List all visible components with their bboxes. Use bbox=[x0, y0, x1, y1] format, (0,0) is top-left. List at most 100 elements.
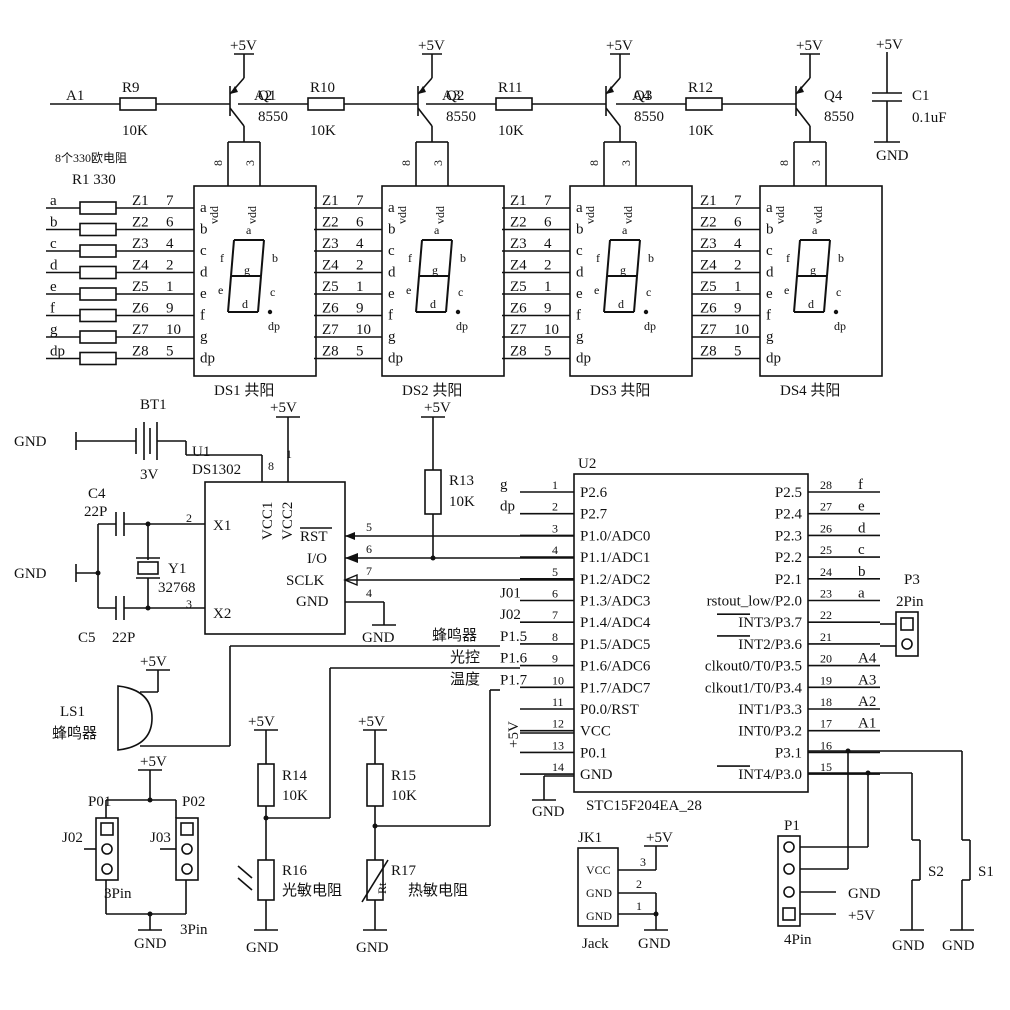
pin-num: 7 bbox=[544, 193, 552, 209]
pin-num: 4 bbox=[734, 236, 742, 252]
ls1-ref: LS1 bbox=[60, 704, 85, 720]
q-res: R11 bbox=[498, 80, 522, 96]
pin3: 3 bbox=[809, 160, 823, 166]
pin-num: 23 bbox=[820, 587, 832, 601]
segment-letter: a bbox=[246, 223, 252, 237]
pin-num: 3 bbox=[552, 521, 558, 535]
z-label: Z5 bbox=[322, 279, 339, 295]
pin-num: 4 bbox=[552, 543, 558, 557]
pin-num: 22 bbox=[820, 608, 832, 622]
bt1-value: 3V bbox=[140, 467, 159, 483]
seg-pin-name: e bbox=[766, 286, 773, 302]
u1-n-io: 6 bbox=[366, 542, 372, 556]
ls1-name: 蜂鸣器 bbox=[52, 725, 97, 742]
pin-num: 18 bbox=[820, 695, 832, 709]
segment-letter: dp bbox=[834, 319, 846, 333]
pin-name: P2.3 bbox=[775, 528, 802, 544]
pin-num: 7 bbox=[734, 193, 742, 209]
seg-pin-name: c bbox=[576, 243, 583, 259]
pin-num: 9 bbox=[552, 652, 558, 666]
q-ref: Q1 bbox=[258, 88, 276, 104]
q-part: 8550 bbox=[634, 109, 664, 125]
q-ref: Q3 bbox=[634, 88, 652, 104]
r17-gnd: GND bbox=[356, 940, 389, 956]
z-label: Z2 bbox=[700, 215, 717, 231]
pin-num: 6 bbox=[356, 215, 364, 231]
p3-header: P3 2Pin bbox=[880, 572, 924, 657]
u2-part: STC15F204EA_28 bbox=[586, 798, 702, 814]
pin3: 3 bbox=[243, 160, 257, 166]
seg-pin-name: dp bbox=[766, 351, 781, 367]
ds1302-section: GND BT1 3V U1 DS1302 8 1 +5V X1 X2 VCC1 … bbox=[14, 397, 574, 646]
seg-pin-name: a bbox=[576, 200, 583, 216]
segment-letter: c bbox=[836, 285, 841, 299]
pin-num: 10 bbox=[166, 322, 181, 338]
pin-name: P1.3/ADC3 bbox=[580, 594, 650, 610]
seg-pin-name: c bbox=[200, 243, 207, 259]
pin-name: P1.6/ADC6 bbox=[580, 659, 651, 675]
q-part: 8550 bbox=[824, 109, 854, 125]
r13-vcc: +5V bbox=[424, 400, 451, 416]
pin-num: 8 bbox=[552, 630, 558, 644]
pin-num: 5 bbox=[734, 344, 742, 360]
display-box bbox=[193, 185, 317, 377]
r17-mark: Rt bbox=[375, 882, 389, 894]
r13-resistor: +5V R13 10K bbox=[421, 400, 475, 561]
pin-ext: J02 bbox=[500, 607, 521, 623]
p01-j: J02 bbox=[62, 830, 83, 846]
pin-num: 9 bbox=[734, 301, 742, 317]
q-ref: Q2 bbox=[446, 88, 464, 104]
r14-vcc: +5V bbox=[248, 714, 275, 730]
pin-ext: A1 bbox=[858, 716, 876, 732]
pin-num: 6 bbox=[734, 215, 742, 231]
r15-r17-temp: +5V Rt R15 10K R17 热敏电阻 GND bbox=[356, 714, 468, 956]
pin-num: 28 bbox=[820, 478, 832, 492]
p02-value: 3Pin bbox=[180, 922, 208, 938]
seg-pin-name: e bbox=[200, 286, 207, 302]
r15-value: 10K bbox=[391, 788, 417, 804]
s1-ref: S1 bbox=[978, 864, 994, 880]
pin8: 8 bbox=[777, 160, 791, 166]
pin8: 8 bbox=[211, 160, 225, 166]
bt-gnd: GND bbox=[14, 434, 47, 450]
r14-ref: R14 bbox=[282, 768, 308, 784]
segment-letter: f bbox=[220, 251, 224, 265]
seg-net: dp bbox=[50, 344, 65, 360]
pin-ext: J01 bbox=[500, 586, 521, 602]
pin-num: 6 bbox=[552, 587, 558, 601]
pin-num: 2 bbox=[544, 258, 552, 274]
p1-gnd: GND bbox=[848, 886, 881, 902]
z-label: Z7 bbox=[132, 322, 149, 338]
pin-num: 6 bbox=[544, 215, 552, 231]
vdd: vdd bbox=[395, 206, 409, 224]
z-label: Z2 bbox=[322, 215, 339, 231]
z-label: Z5 bbox=[700, 279, 717, 295]
segment-letter: g bbox=[620, 263, 626, 277]
jk1-n3: 3 bbox=[640, 855, 646, 869]
z-label: Z5 bbox=[510, 279, 527, 295]
z-label: Z3 bbox=[510, 236, 527, 252]
pin8: 8 bbox=[399, 160, 413, 166]
seg-pin-name: d bbox=[388, 265, 396, 281]
segment-letter: f bbox=[786, 251, 790, 265]
pin-ext: A3 bbox=[858, 672, 876, 688]
vdd: vdd bbox=[245, 206, 259, 224]
z-label: Z1 bbox=[322, 193, 339, 209]
seg-pin-name: c bbox=[766, 243, 773, 259]
pin-num: 2 bbox=[356, 258, 364, 274]
display-box bbox=[569, 185, 693, 377]
r17-name: 热敏电阻 bbox=[408, 882, 468, 899]
segment-letter: f bbox=[596, 251, 600, 265]
